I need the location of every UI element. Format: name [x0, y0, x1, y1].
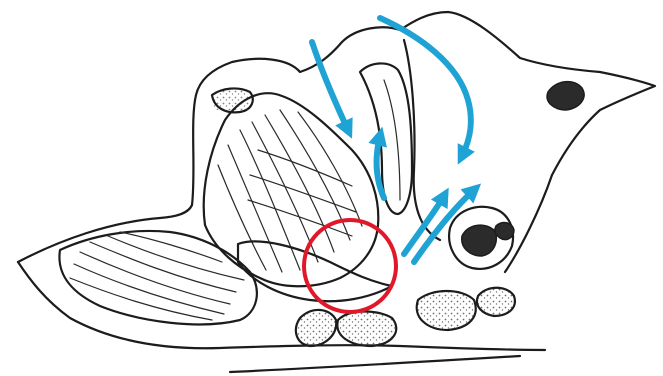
nasal-cavity	[547, 82, 584, 110]
lower-bone-pieces	[296, 288, 515, 346]
epiglottis-inner	[384, 80, 400, 200]
jaw-muscle	[59, 231, 256, 324]
cartilage-cavity	[462, 225, 497, 256]
highlight-circle	[304, 220, 396, 312]
small-cavity	[495, 223, 514, 240]
tongue-outline	[204, 93, 379, 286]
mandible	[238, 241, 392, 301]
hyoid-bone-texture	[214, 90, 250, 110]
floor-line	[230, 356, 520, 372]
airflow-arrows	[312, 18, 474, 262]
airflow-arrow-3	[380, 18, 471, 156]
